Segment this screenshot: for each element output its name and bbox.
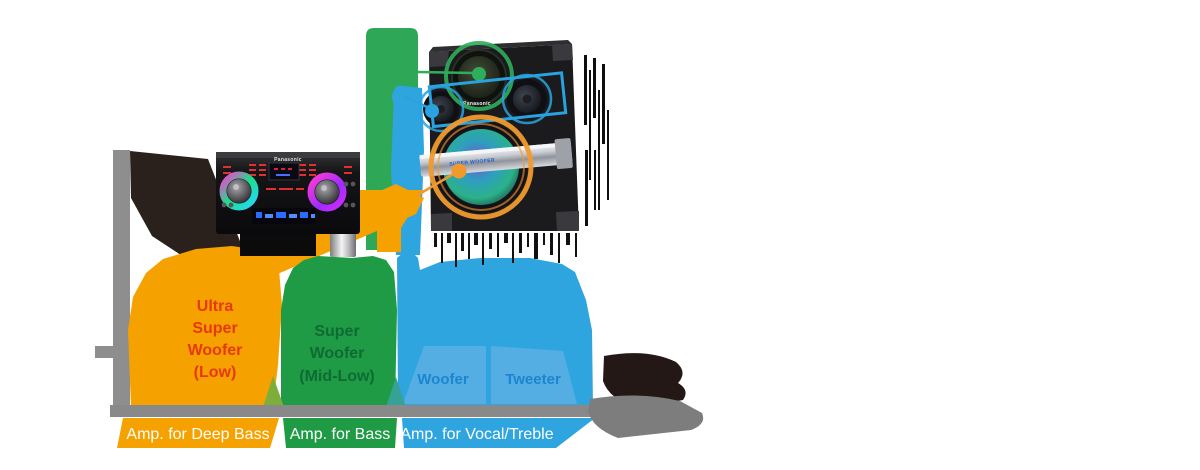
reflection-stripes xyxy=(434,233,577,267)
bass-line-3: (Mid-Low) xyxy=(299,368,375,385)
deep-bass-amp-pill xyxy=(117,418,279,448)
deep-bass-shape xyxy=(128,246,282,407)
deep-bass-amp-label: Amp. for Deep Bass xyxy=(126,426,269,443)
bass-amp-label: Amp. for Bass xyxy=(290,426,390,443)
woofer-bar-label: SUPER WOOFER xyxy=(449,158,495,168)
main-unit-pedestal xyxy=(240,230,316,256)
left-speaker-edge xyxy=(95,150,130,412)
bass-shape xyxy=(281,256,397,407)
orange-green-overlap xyxy=(263,376,284,407)
deep-bass-line-4: (Low) xyxy=(194,364,237,381)
amp-bar xyxy=(110,405,597,417)
deep-bass-line-1: Ultra xyxy=(197,298,234,315)
red-readout xyxy=(266,188,304,190)
small-buttons xyxy=(221,181,356,208)
orange-driver-callout xyxy=(415,114,534,220)
blue-callout-dot xyxy=(425,104,439,118)
woofer-label: Woofer xyxy=(417,371,469,388)
bass-line-2: Woofer xyxy=(310,345,365,362)
main-display xyxy=(268,162,300,181)
deep-bass-line-2: Super xyxy=(192,320,237,337)
bass-band: Super Woofer (Mid-Low) xyxy=(281,256,397,407)
large-speaker: Panasonic SUPER WOOFER xyxy=(419,40,609,267)
woofer-sub-band xyxy=(403,346,486,404)
mid-woofer-right xyxy=(507,79,547,119)
bass-line-1: Super xyxy=(314,323,359,340)
vocal-treble-amp-label: Amp. for Vocal/Treble xyxy=(400,426,553,443)
deep-bass-line-3: Woofer xyxy=(188,342,243,359)
main-unit-top-edge xyxy=(216,152,360,158)
orange-callout-dot xyxy=(451,163,467,179)
vocal-treble-band: Woofer Tweeter xyxy=(397,252,593,407)
led-display xyxy=(252,208,316,224)
corner-brackets xyxy=(429,44,579,231)
left-knob xyxy=(219,171,259,211)
tweeter-sub-band xyxy=(491,346,577,404)
bass-amp-pill xyxy=(283,418,397,448)
floor-shadow xyxy=(588,353,704,438)
amp-label-row: Amp. for Deep Bass Amp. for Bass Amp. fo… xyxy=(110,405,597,448)
vu-meters xyxy=(223,164,352,176)
vocal-treble-amp-pill xyxy=(402,418,595,448)
green-callout-dot xyxy=(472,67,486,81)
side-streaks xyxy=(584,55,609,226)
right-knob xyxy=(307,172,347,212)
main-unit-brand: Panasonic xyxy=(274,157,302,163)
speaker-top-bevel xyxy=(429,40,572,52)
green-driver-callout xyxy=(417,41,514,111)
speaker-brand: Panasonic xyxy=(463,101,491,107)
green-blue-overlap xyxy=(386,377,406,407)
deep-bass-band: Ultra Super Woofer (Low) xyxy=(128,246,282,407)
tweeter-label: Tweeter xyxy=(505,371,561,388)
main-unit: Panasonic xyxy=(216,152,360,257)
